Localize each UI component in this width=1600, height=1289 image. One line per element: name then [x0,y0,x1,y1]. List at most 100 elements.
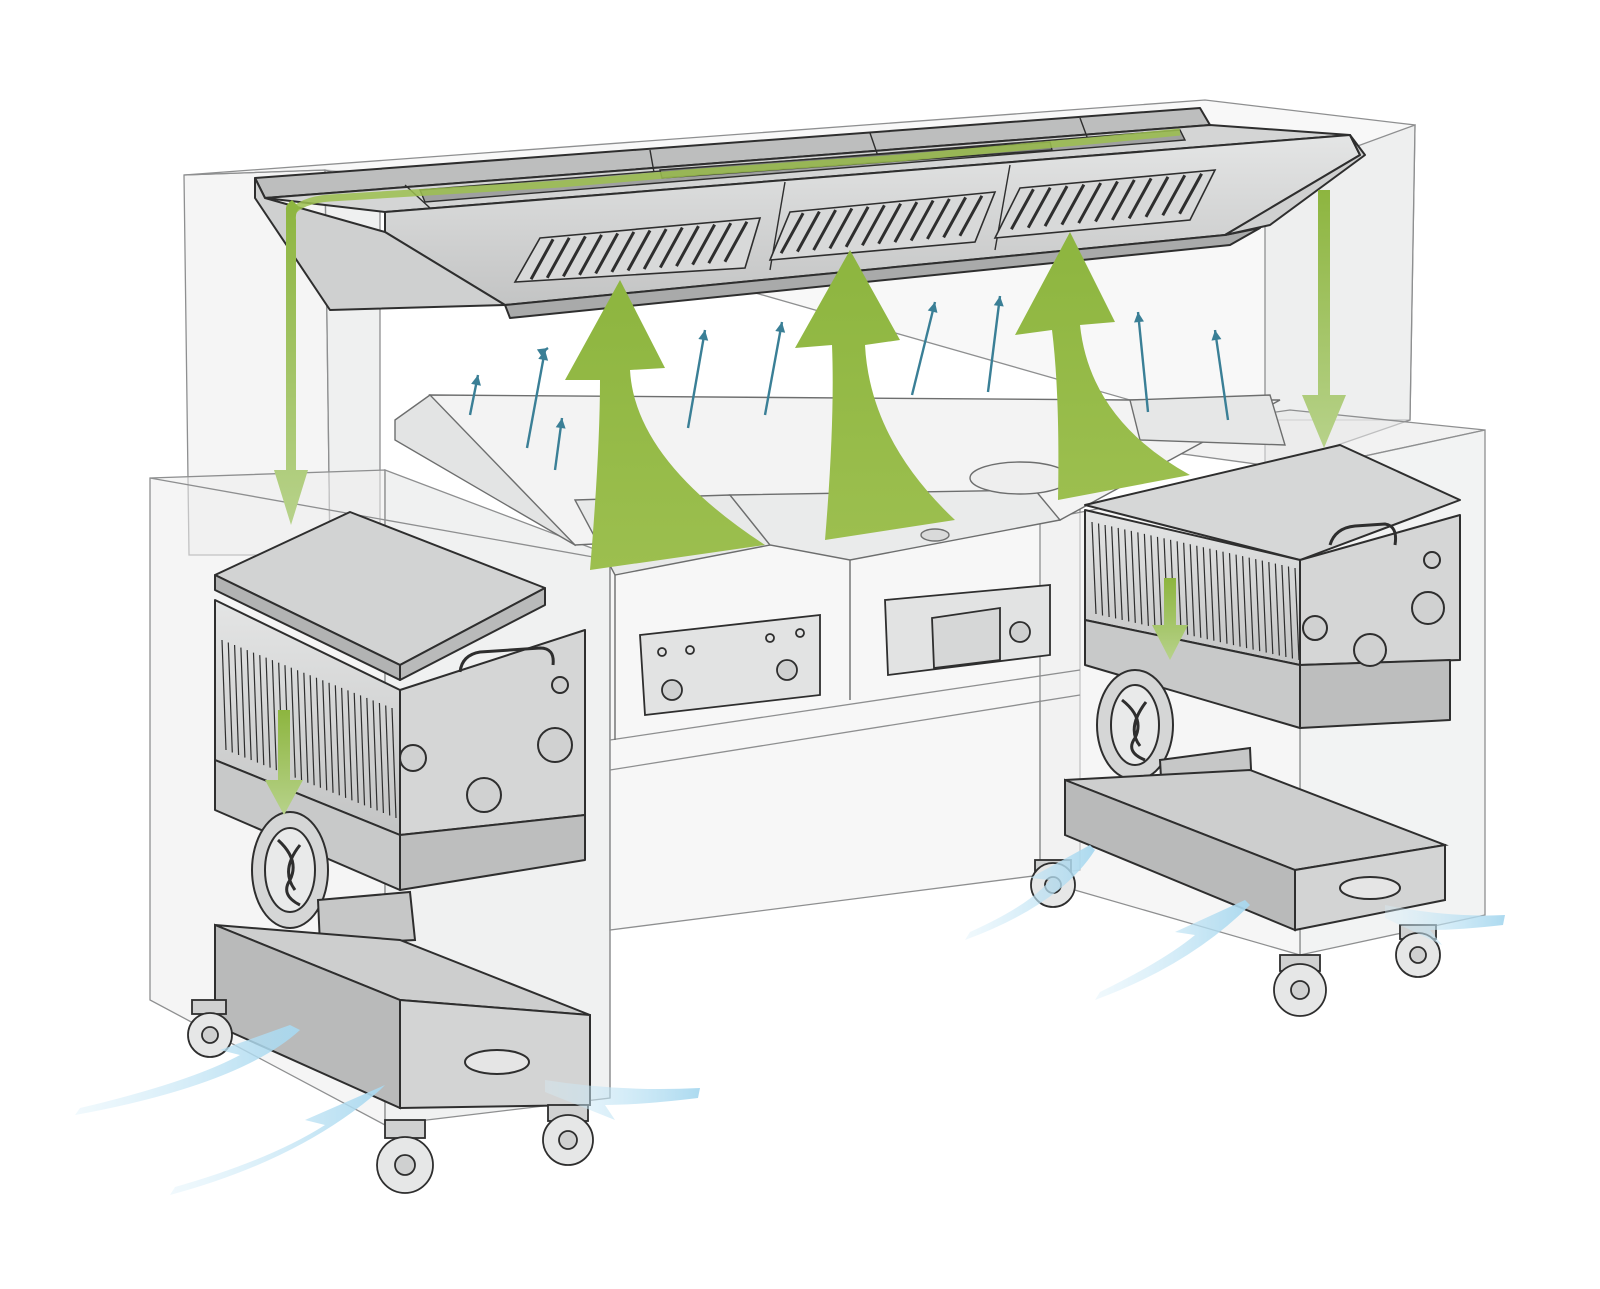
right-socket-1 [1411,591,1445,625]
grille-slat [626,229,652,272]
down-arrow-left-filter [265,710,303,815]
exhaust-left-upper [75,1025,300,1115]
grille-slat [1178,173,1203,215]
filter-fin [1222,551,1228,644]
down-arrow-right-filter [1152,578,1188,660]
exhaust-left-lower [170,1085,385,1195]
right-box-handle [1339,876,1401,900]
filter-fin [1091,521,1097,615]
grille-slat [844,206,870,248]
filter-fin [221,639,227,751]
grille-left [513,217,762,283]
grille-slat [958,195,984,237]
filter-fin [265,657,271,768]
filter-fin [372,700,378,811]
filter-fin [1248,557,1254,650]
rising-arrow-left [565,280,765,570]
grille-slat [828,207,854,250]
filter-fin [1294,567,1300,661]
grille-slat [1127,177,1153,220]
grille-slat [779,212,805,254]
rising-arrow-right [1015,232,1190,500]
grille-slat [1043,185,1069,227]
steam-arrow [1211,329,1230,421]
right-column-front [1264,124,1416,471]
filter-fin [1202,547,1208,640]
hood-right-endcap [1224,134,1366,236]
grille-slat [545,237,571,279]
filter-fin [1156,536,1163,629]
exhaust-right-upper [965,845,1095,940]
grille-right [993,169,1217,239]
grille-slat [529,238,555,280]
grille-slat [1161,174,1187,217]
grille-slat [691,223,716,266]
down-arrow-left-duct [274,200,308,525]
filter-fin [259,655,265,766]
steam-arrow [910,301,938,396]
grille-slat [675,225,700,267]
grille-slat [707,222,733,264]
left-socket-2 [466,777,502,813]
filter-fin [1130,530,1136,623]
filter-fin [1150,535,1156,628]
filter-fin [1097,523,1104,616]
grille-slat [610,231,636,273]
grille-slat [658,226,684,269]
grille-slat [877,202,902,245]
steam-arrow [686,329,709,429]
grille-slat [578,234,603,276]
filter-fin [1281,565,1287,658]
filter-fin [309,675,315,786]
filter-fin [1287,566,1294,659]
filter-fin [1215,550,1222,643]
filter-fin [385,705,391,816]
right-filter-unit [1084,444,1461,729]
filter-fin [1228,553,1235,646]
filter-fin [1196,545,1202,638]
downward-airflow-arrows [265,190,1346,815]
filter-fin [1261,560,1267,653]
filter-fin [1124,529,1130,622]
left-filter-handle [458,646,555,673]
wheel-front-left-2 [542,1104,594,1166]
grille-slat [861,204,886,247]
steam-arrow [468,374,481,416]
grille-slat [909,199,935,242]
filter-fin [322,680,328,791]
wheel-front-right [1273,954,1327,1017]
grille-slat [926,198,951,240]
exhaust-left-side [545,1080,700,1120]
filter-fin [391,707,397,819]
filter-fin [341,687,347,798]
filter-fin [378,702,385,813]
knob-right [1009,621,1031,643]
right-filter-top [1084,444,1461,561]
filter-fin [227,642,233,753]
grille-slat [942,196,967,239]
grille-slat [1094,180,1119,223]
right-filter-body-side [1299,514,1461,666]
left-base-box [214,923,591,1110]
steam-arrow [553,417,566,471]
filter-fin [1274,563,1280,656]
filter-fin [240,647,246,758]
filter-fin [315,677,322,788]
filter-fin [1111,526,1117,619]
grille-slat [723,221,749,263]
filter-fin [1117,527,1123,620]
grille-slat [812,209,837,251]
filter-fin [246,650,252,761]
filter-fin [1255,559,1261,652]
filter-fin [271,660,277,771]
right-fan-blade-icon [1121,698,1148,762]
filter-fin [290,667,296,778]
exhaust-streams [75,845,1505,1195]
grille-slat [1144,176,1170,218]
round-basin [969,461,1071,495]
knob-left-1 [661,679,683,701]
filter-fin [1143,533,1149,626]
hood-filter-grilles [513,169,1217,283]
wheel-back-left [187,999,233,1058]
